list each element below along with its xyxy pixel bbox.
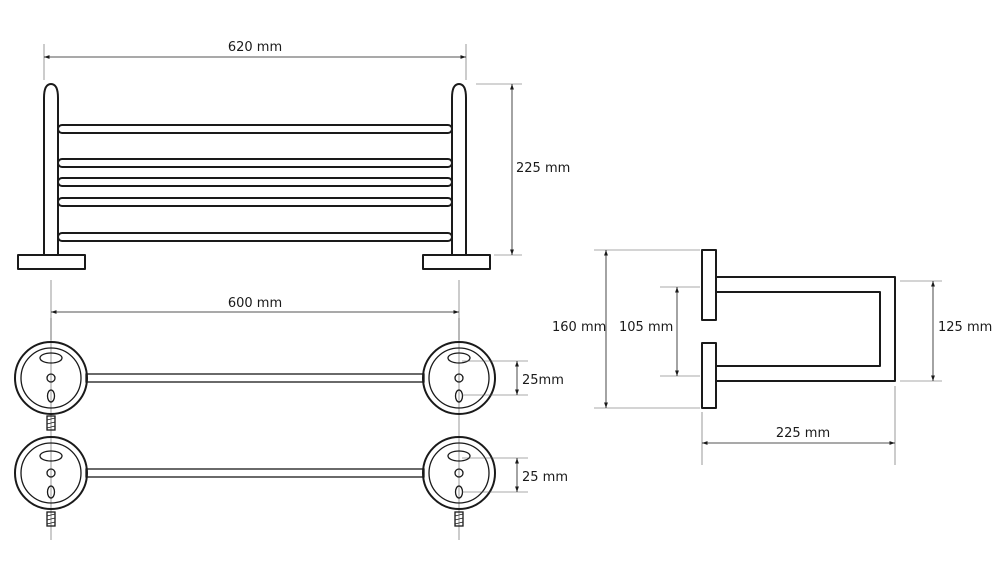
right-post — [451, 83, 467, 256]
upper-wall-plate — [701, 249, 717, 321]
left-post — [43, 83, 59, 256]
bar-2 — [57, 158, 453, 168]
overall-height-label: 160 mm — [552, 320, 606, 335]
top-view: 600 mm — [14, 280, 568, 540]
height-dimension-label: 225 mm — [516, 161, 570, 176]
lower-wall-plate — [701, 342, 717, 409]
shelf-bars — [57, 124, 453, 242]
width-dimension-label: 620 mm — [228, 40, 282, 55]
screw-spacing-upper-label: 25mm — [522, 373, 564, 388]
bar-1 — [57, 124, 453, 134]
screw-spacing-lower-label: 25 mm — [522, 470, 568, 485]
depth-dimension-label: 225 mm — [776, 426, 830, 441]
screw-icon — [46, 415, 56, 431]
bar-5 — [57, 232, 453, 242]
right-foot — [422, 254, 491, 270]
side-view: 160 mm 105 mm 125 mm 225 mm — [552, 249, 992, 465]
upper-rail — [85, 373, 425, 383]
screw-icon — [46, 511, 56, 527]
rosette-upper-right — [422, 341, 496, 415]
lower-rail — [85, 468, 425, 478]
span-dimension-label: 600 mm — [228, 296, 282, 311]
arm-height-label: 125 mm — [938, 320, 992, 335]
bar-4 — [57, 197, 453, 207]
side-arm — [715, 276, 896, 382]
left-foot — [17, 254, 86, 270]
bar-3 — [57, 177, 453, 187]
front-view: 620 mm 225 mm — [17, 40, 570, 270]
screw-icon — [454, 511, 464, 527]
mount-spacing-label: 105 mm — [619, 320, 673, 335]
rosette-lower-right — [422, 436, 496, 510]
rosette-upper-left — [14, 341, 88, 415]
rosette-lower-left — [14, 436, 88, 510]
